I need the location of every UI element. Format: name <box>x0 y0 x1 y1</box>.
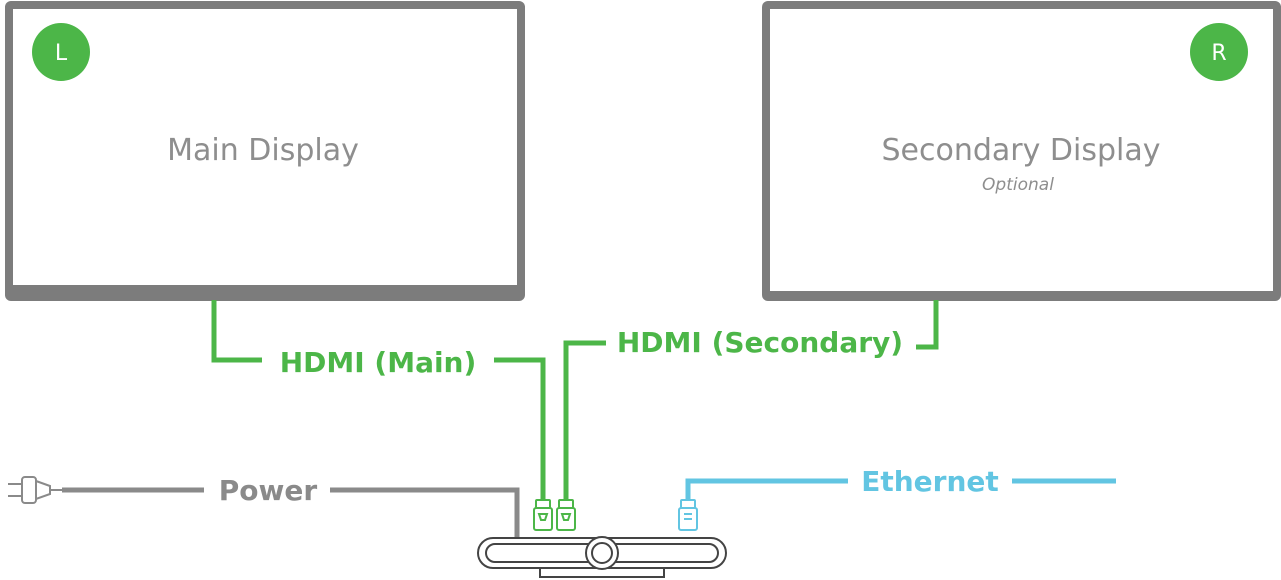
main-display-screen <box>13 9 517 285</box>
main-display: L Main Display <box>5 1 525 301</box>
main-display-badge: L <box>55 41 68 66</box>
ethernet-cable <box>685 478 1116 502</box>
hdmi-main-cable <box>211 300 546 502</box>
hdmi-secondary-label: HDMI (Secondary) <box>617 326 903 359</box>
main-display-label: Main Display <box>167 133 359 168</box>
video-bar-device-icon <box>477 536 727 578</box>
hdmi-connector-icon <box>533 499 553 531</box>
main-display-badge-icon <box>32 23 90 81</box>
ethernet-label: Ethernet <box>861 465 999 498</box>
power-plug-icon <box>8 476 62 504</box>
secondary-display-label: Secondary Display <box>882 133 1161 168</box>
hdmi-connector-icon <box>556 499 576 531</box>
secondary-display-badge: R <box>1211 41 1226 66</box>
secondary-display-badge-icon <box>1190 23 1248 81</box>
power-label: Power <box>219 474 318 507</box>
secondary-display-sublabel: Optional <box>982 175 1054 195</box>
secondary-display-screen <box>770 9 1273 291</box>
hdmi-secondary-cable <box>563 300 939 502</box>
hdmi-main-label: HDMI (Main) <box>280 346 477 379</box>
ethernet-connector-icon <box>678 499 698 531</box>
power-cable <box>62 487 520 540</box>
secondary-display: R Secondary Display Optional <box>762 1 1281 301</box>
